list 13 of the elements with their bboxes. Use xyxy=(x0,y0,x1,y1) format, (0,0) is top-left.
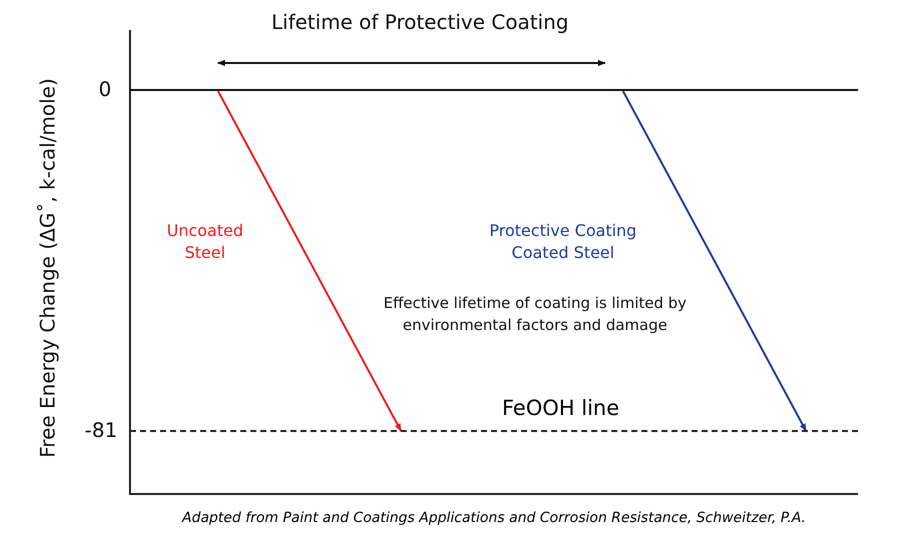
arrow xyxy=(217,90,402,432)
edge-label: Protective Coating Coated Steel xyxy=(488,220,638,264)
caption: Adapted from Paint and Coatings Applications and Corrosion Resistance, Schweitzer, P.A. xyxy=(180,510,807,526)
zero-energy-line xyxy=(130,89,858,91)
edge-label: Uncoated Steel xyxy=(166,220,244,264)
arrow xyxy=(622,90,807,432)
note-text: Effective lifetime of coating is limited by environmental factors and damage xyxy=(382,293,688,336)
axis-title: Free Energy Change (ΔG˚, k-cal/mole) xyxy=(34,78,60,458)
dashed-level-line xyxy=(130,396,858,432)
line-label: FeOOH line xyxy=(502,396,620,420)
axis-tick-label: -81 xyxy=(84,417,118,444)
dimension-label: Lifetime of Protective Coating xyxy=(270,9,570,36)
axis-tick-label: 0 xyxy=(98,76,112,103)
